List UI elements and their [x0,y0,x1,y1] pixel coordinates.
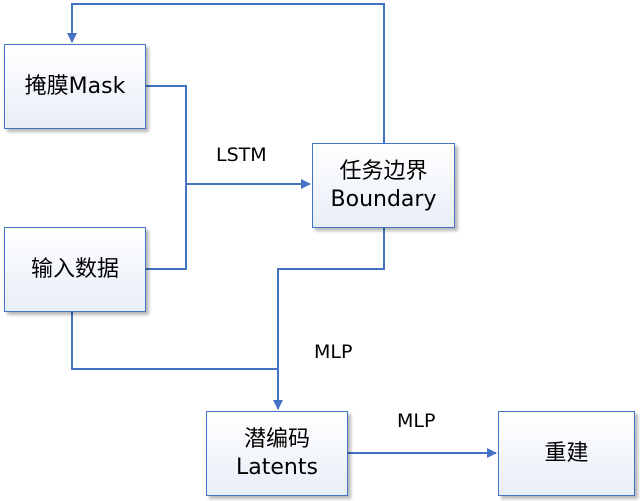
latents-label-en: Latents [236,454,318,480]
edge-input-to-latents [71,312,278,370]
task-boundary-label-en: Boundary [330,186,437,212]
input-data-node-label: 输入数据 [30,256,119,282]
mask-node: 掩膜Mask [4,44,146,129]
reconstruct-node: 重建 [498,411,635,496]
edge-mask-to-boundary [146,85,311,189]
edge-boundary-to-latents [273,228,385,410]
mlp-edge-label-to-reconstruct: MLP [397,410,436,432]
reconstruct-node-label: 重建 [544,440,589,466]
lstm-edge-label: LSTM [216,144,267,166]
input-data-node: 输入数据 [4,227,146,312]
edge-boundary-to-mask-feedback [67,3,385,143]
task-boundary-node: 任务边界 Boundary [312,143,455,228]
latents-node: 潜编码 Latents [206,411,348,496]
mlp-edge-label-to-latents: MLP [314,341,353,363]
mask-node-label: 掩膜Mask [24,73,126,99]
edge-input-to-merge [146,184,187,270]
latents-label-cn: 潜编码 [243,427,310,452]
task-boundary-label-cn: 任务边界 [339,159,428,184]
